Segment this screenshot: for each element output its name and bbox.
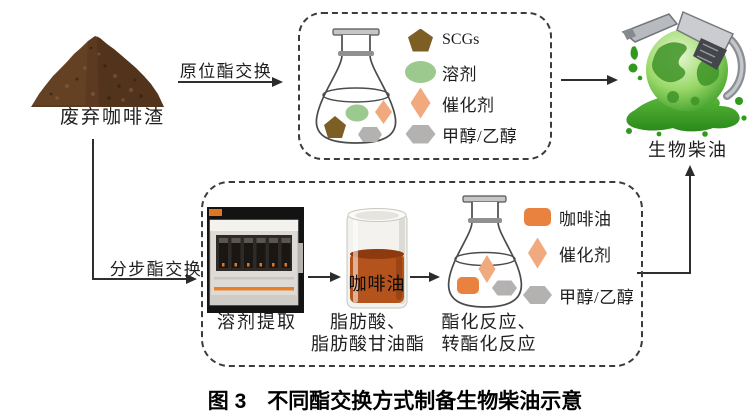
methanol-hexagon-icon [405,124,436,144]
legend-item-solvent: 溶剂 [405,59,477,85]
legend-item-methanol: 甲醇/乙醇 [405,121,517,147]
scgs-pentagon-icon [324,116,346,138]
stepwise-box [201,181,643,367]
methanol-hexagon-icon [492,280,517,296]
legend-label: 甲醇/乙醇 [559,287,635,307]
legend-label: 甲醇/乙醇 [442,126,518,146]
biodiesel-label: 生物柴油 [648,140,728,160]
coffee-grounds-label: 废弃咖啡渣 [59,107,165,128]
legend-item-coffee-oil: 咖啡油 [522,204,612,230]
coffee-grounds-image [31,36,164,107]
arrow-bottom-to-biodiesel [637,165,695,274]
in-situ-route-label: 原位酯交换 [179,62,273,81]
beaker-caption-line1: 脂肪酸、 [330,312,406,332]
catalyst-diamond-icon [375,100,392,124]
solvent-extraction-label: 溶剂提取 [217,312,297,332]
coffee-oil-square-icon [457,277,479,294]
legend-label: 催化剂 [442,95,495,115]
coffee-oil-beaker-icon [346,208,408,309]
catalyst-diamond-icon [528,237,547,269]
in-situ-flask-icon [315,28,397,144]
legend-label: SCGs [442,31,480,48]
methanol-hexagon-icon [358,127,382,142]
biodiesel-globe-icon [621,10,747,137]
legend-label: 催化剂 [559,245,612,265]
methanol-hexagon-icon [523,286,552,304]
legend-item-methanol-bottom: 甲醇/乙醇 [522,282,634,308]
legend-label: 溶剂 [442,64,477,84]
reaction-caption: 酯化反应、 转酯化反应 [413,311,565,355]
legend-item-catalyst: 催化剂 [405,87,495,119]
catalyst-diamond-icon [478,255,496,283]
legend-item-catalyst-bottom: 催化剂 [522,237,612,269]
solvent-extractor-image [207,207,304,313]
legend-item-scgs: SCGs [405,27,479,53]
reaction-caption-line2: 转酯化反应 [441,334,537,354]
coffee-oil-beaker-text: 咖啡油 [348,274,406,294]
arrow-stepwise [92,139,197,284]
reaction-caption-line1: 酯化反应、 [441,312,537,332]
stepwise-route-label: 分步酯交换 [109,260,203,279]
figure-caption: 图 3 不同酯交换方式制备生物柴油示意 [207,390,583,413]
reaction-flask-icon [447,195,523,308]
scgs-pentagon-icon [408,28,433,52]
catalyst-diamond-icon [410,87,431,119]
legend-label: 咖啡油 [559,209,612,229]
beaker-caption-line2: 脂肪酸甘油酯 [311,334,425,354]
solvent-ellipse-icon [405,61,436,83]
in-situ-box [298,12,552,160]
beaker-caption: 脂肪酸、 脂肪酸甘油酯 [292,311,444,355]
coffee-oil-square-icon [524,208,551,226]
solvent-ellipse-icon [345,104,369,122]
